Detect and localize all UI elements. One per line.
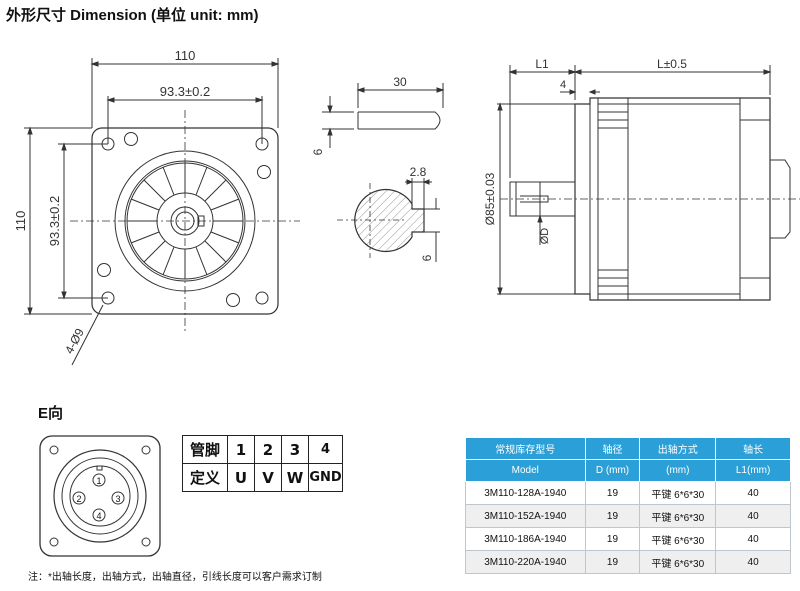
spec-table: 常规库存型号 轴径 出轴方式 轴长 Model D (mm) (mm) L1(m… bbox=[465, 437, 791, 574]
spec-cell-model: 3M110-220A-1940 bbox=[465, 550, 586, 574]
connector-pin-2: 2 bbox=[76, 494, 81, 504]
dim-front-hole-spacing-v: 93.3±0.2 bbox=[47, 196, 62, 247]
dim-front-width: 110 bbox=[175, 48, 196, 63]
spec-cell-model: 3M110-186A-1940 bbox=[465, 527, 586, 551]
spec-cell-shaft-type: 平键 6*6*30 bbox=[639, 504, 717, 528]
dim-front-hole-spacing-h: 93.3±0.2 bbox=[160, 84, 211, 99]
spec-header-cell: D (mm) bbox=[584, 459, 641, 482]
table-row: 3M110-220A-1940 19 平键 6*6*30 40 bbox=[465, 550, 791, 574]
spec-cell-model: 3M110-152A-1940 bbox=[465, 504, 586, 528]
connector-view bbox=[39, 435, 161, 557]
pin-table-header-pins: 管脚 bbox=[182, 435, 228, 464]
spec-table-header-row: Model D (mm) (mm) L1(mm) bbox=[465, 459, 791, 482]
dim-front-height: 110 bbox=[13, 211, 28, 232]
spec-header-cell: 出轴方式 bbox=[639, 437, 717, 460]
spec-cell-length: 40 bbox=[715, 550, 791, 574]
spec-cell-length: 40 bbox=[715, 504, 791, 528]
side-view bbox=[497, 65, 800, 301]
footnote: 注：*出轴长度，出轴方式，出轴直径，引线长度可以客户需求订制 bbox=[28, 572, 322, 583]
dim-side-flange: 4 bbox=[560, 79, 566, 91]
pin-table-cell: 1 bbox=[227, 435, 255, 464]
spec-cell-length: 40 bbox=[715, 527, 791, 551]
table-row: 3M110-152A-1940 19 平键 6*6*30 40 bbox=[465, 504, 791, 528]
dim-side-pilot: Ø85±0.03 bbox=[483, 172, 497, 225]
dim-shaft-key-height: 6 bbox=[311, 148, 325, 155]
dim-side-shaft: ØD bbox=[539, 228, 551, 245]
pin-table-cell: 2 bbox=[254, 435, 282, 464]
dim-front-holes: 4-Ø9 bbox=[62, 326, 87, 356]
pin-table-cell: GND bbox=[308, 463, 343, 492]
spec-header-cell: 轴径 bbox=[584, 437, 641, 460]
front-view bbox=[24, 58, 300, 366]
spec-cell-shaft-type: 平键 6*6*30 bbox=[639, 550, 717, 574]
pin-table-cell: 4 bbox=[308, 435, 343, 464]
spec-header-cell: 轴长 bbox=[715, 437, 791, 460]
pin-table-cell: V bbox=[254, 463, 282, 492]
spec-cell-shaft-type: 平键 6*6*30 bbox=[639, 527, 717, 551]
spec-header-cell: 常规库存型号 bbox=[465, 437, 586, 460]
pin-table-cell: U bbox=[227, 463, 255, 492]
connector-pin-4: 4 bbox=[96, 511, 101, 521]
pin-table-row-pins: 管脚 1 2 3 4 bbox=[182, 435, 343, 464]
spec-cell-diameter: 19 bbox=[584, 527, 641, 551]
pin-table-cell: 3 bbox=[281, 435, 309, 464]
spec-cell-diameter: 19 bbox=[584, 481, 641, 505]
spec-header-cell: (mm) bbox=[639, 459, 717, 482]
dim-section-key-width: 2.8 bbox=[410, 165, 427, 179]
dim-side-l: L±0.5 bbox=[657, 57, 687, 71]
dim-side-l1: L1 bbox=[535, 57, 549, 71]
spec-cell-shaft-type: 平键 6*6*30 bbox=[639, 481, 717, 505]
connector-pin-3: 3 bbox=[115, 494, 120, 504]
shaft-view bbox=[322, 83, 445, 148]
spec-cell-diameter: 19 bbox=[584, 550, 641, 574]
table-row: 3M110-186A-1940 19 平键 6*6*30 40 bbox=[465, 527, 791, 551]
connector-heading: E向 bbox=[38, 405, 64, 422]
spec-cell-diameter: 19 bbox=[584, 504, 641, 528]
spec-header-cell: Model bbox=[465, 459, 586, 482]
pin-table-header-definition: 定义 bbox=[182, 463, 228, 492]
spec-cell-model: 3M110-128A-1940 bbox=[465, 481, 586, 505]
spec-cell-length: 40 bbox=[715, 481, 791, 505]
pin-table-row-definition: 定义 U V W GND bbox=[182, 463, 343, 492]
spec-table-header-row: 常规库存型号 轴径 出轴方式 轴长 bbox=[465, 437, 791, 460]
page-title: 外形尺寸 Dimension (单位 unit: mm) bbox=[6, 7, 259, 24]
dim-section-key-depth: 6 bbox=[420, 254, 434, 261]
pin-table-cell: W bbox=[281, 463, 309, 492]
dim-shaft-length: 30 bbox=[393, 75, 407, 89]
connector-pin-1: 1 bbox=[96, 476, 101, 486]
table-row: 3M110-128A-1940 19 平键 6*6*30 40 bbox=[465, 481, 791, 505]
spec-header-cell: L1(mm) bbox=[715, 459, 791, 482]
pin-table: 管脚 1 2 3 4 定义 U V W GND bbox=[182, 435, 343, 492]
